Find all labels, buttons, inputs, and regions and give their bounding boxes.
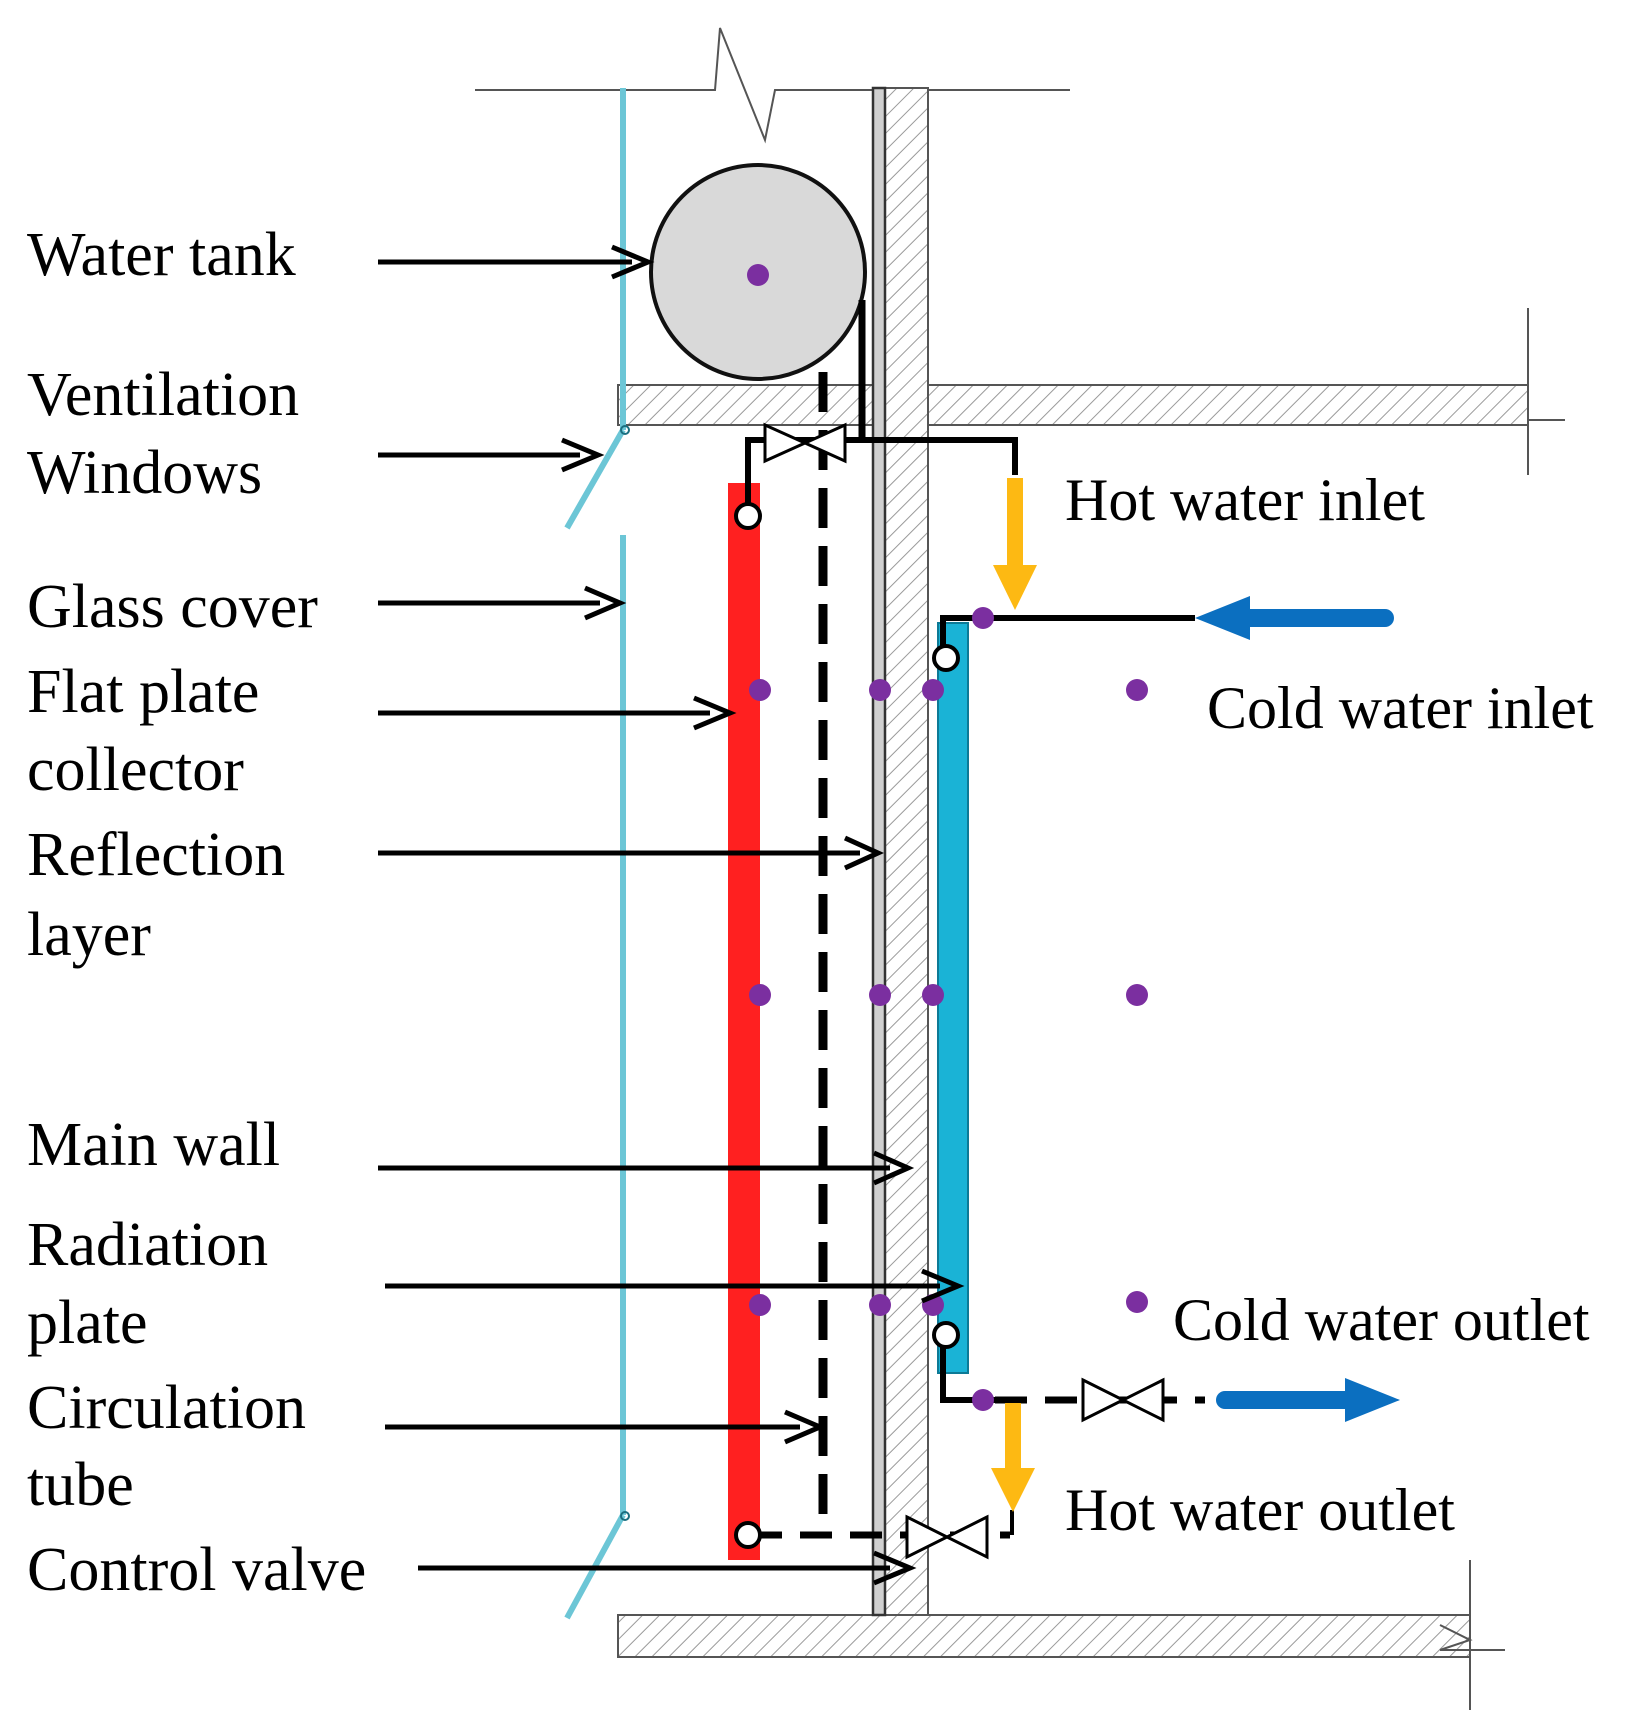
measure-point-dot-icon (749, 1294, 771, 1316)
label-control-valve: Control valve (27, 1536, 366, 1604)
label-circulation-line2: tube (27, 1451, 134, 1519)
measure-point-dot-icon (972, 607, 994, 629)
measure-point-dot-icon (922, 679, 944, 701)
break-line-top (475, 27, 1070, 144)
ventilation-hinge-upper (620, 425, 630, 435)
label-cold-water-inlet: Cold water inlet (1207, 675, 1594, 741)
label-hot-water-inlet: Hot water inlet (1065, 467, 1425, 533)
label-ventilation-line2: Windows (27, 439, 262, 507)
cold-water-outlet-arrow (1216, 1378, 1400, 1422)
flat-plate-collector (728, 483, 760, 1560)
label-circulation-line1: Circulation (27, 1374, 306, 1442)
measure-point-dot-icon (1126, 679, 1148, 701)
valve-icon (905, 1514, 989, 1560)
leader-circulation-tube (385, 1409, 827, 1445)
hot-water-outlet-arrow (991, 1403, 1035, 1512)
measure-point-dot-icon (922, 984, 944, 1006)
label-water-tank: Water tank (27, 221, 296, 289)
junction-lower-collector (734, 1521, 762, 1549)
label-radiation-line1: Radiation (27, 1211, 268, 1279)
measure-point-dot-icon (1126, 1291, 1148, 1313)
measure-point-dot-icon (869, 1294, 891, 1316)
leader-ventilation-windows (378, 437, 605, 473)
leader-arrows (378, 244, 965, 1586)
ventilation-window-upper (564, 428, 626, 530)
hot-water-inlet-arrow (993, 478, 1037, 610)
label-hot-water-outlet: Hot water outlet (1065, 1477, 1455, 1543)
label-reflection-line1: Reflection (27, 821, 285, 889)
ventilation-hinge-lower (620, 1511, 630, 1521)
cold-water-inlet-pipe (940, 615, 1195, 655)
junction-upper-collector (734, 502, 762, 530)
valve-icon (763, 422, 847, 464)
junction-cold-inlet (932, 644, 960, 672)
leader-water-tank (378, 244, 655, 280)
measure-point-dot-icon (749, 984, 771, 1006)
upper-slab-break (1527, 395, 1565, 421)
measure-point-dot-icon (972, 1389, 994, 1411)
label-reflection-line2: layer (27, 901, 151, 969)
measure-point-dot-icon (747, 264, 769, 286)
label-ventilation-line1: Ventilation (27, 361, 299, 429)
label-glass-cover: Glass cover (27, 573, 318, 641)
upper-slab (617, 384, 1529, 426)
leader-main-wall (378, 1150, 915, 1186)
label-radiation-line2: plate (27, 1289, 148, 1357)
measure-point-dot-icon (869, 679, 891, 701)
measure-points (747, 264, 1148, 1411)
lower-slab (617, 1614, 1471, 1658)
leader-flat-plate-collector (378, 695, 737, 731)
label-flat-plate-line2: collector (27, 736, 244, 804)
label-flat-plate-line1: Flat plate (27, 658, 259, 726)
hot-water-inlet-pipe (862, 437, 1018, 475)
leader-glass-cover (378, 585, 627, 621)
leader-control-valve (418, 1550, 917, 1586)
measure-point-dot-icon (869, 984, 891, 1006)
cold-water-inlet-arrow (1195, 596, 1394, 640)
label-main-wall: Main wall (27, 1111, 280, 1179)
measure-point-dot-icon (1126, 984, 1148, 1006)
main-wall (884, 87, 929, 1616)
leader-reflection-layer (378, 835, 885, 871)
label-cold-water-outlet: Cold water outlet (1173, 1287, 1590, 1353)
junction-cold-outlet (932, 1321, 960, 1349)
leader-radiation-plate (385, 1268, 965, 1304)
measure-point-dot-icon (749, 679, 771, 701)
lower-slab-break (1439, 1624, 1505, 1651)
valve-icon (1081, 1377, 1165, 1423)
